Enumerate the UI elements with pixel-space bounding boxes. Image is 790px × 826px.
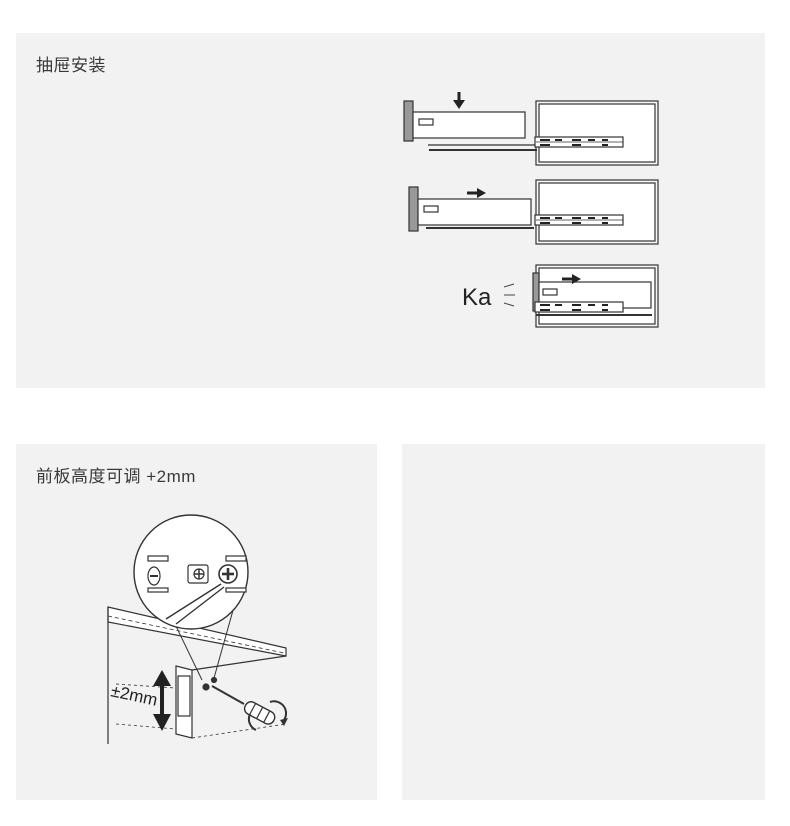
panel-title-height-adjust: 前板高度可调 +2mm <box>36 467 196 486</box>
drawer-label <box>542 288 558 296</box>
drawer-box <box>417 198 532 226</box>
magnifier-callout <box>133 514 249 681</box>
drawer-front-panel <box>408 186 419 232</box>
vertical-double-arrow-icon <box>153 670 171 731</box>
height-adjust-panel: 前板高度可调 +2mm <box>16 444 377 800</box>
adjust-range-label: ±2mm <box>109 681 159 709</box>
arrow-down-icon <box>453 92 465 109</box>
click-sound-label: Ka <box>462 284 492 311</box>
install-step-1 <box>403 92 659 166</box>
cabinet-inner <box>538 182 656 242</box>
screwdriver-icon <box>211 685 276 725</box>
install-diagram: Ka <box>403 92 659 328</box>
height-adjust-diagram: ±2mm <box>107 514 288 744</box>
front-bracket <box>177 675 191 717</box>
adjust-screw <box>202 683 210 691</box>
rotate-arrow-icon <box>247 700 288 731</box>
install-step-3: Ka <box>462 264 659 328</box>
arrow-right-icon <box>467 188 486 198</box>
install-step-2 <box>408 179 659 245</box>
drawer-label <box>423 205 439 213</box>
slide-rail <box>534 301 624 313</box>
rail-holes <box>540 304 608 311</box>
cabinet-inner <box>538 103 656 163</box>
arrow-right-icon <box>562 274 581 284</box>
bracket-screw <box>210 676 218 684</box>
panel-title-install: 抽屉安装 <box>36 56 106 75</box>
sound-lines-icon <box>503 283 515 307</box>
drawer-label <box>418 118 434 126</box>
drawer-install-panel: 抽屉安装 <box>16 33 765 388</box>
blank-panel <box>402 444 765 800</box>
rail-holes <box>540 217 608 224</box>
rail-holes <box>540 139 608 146</box>
drawer-front-panel <box>403 100 414 142</box>
